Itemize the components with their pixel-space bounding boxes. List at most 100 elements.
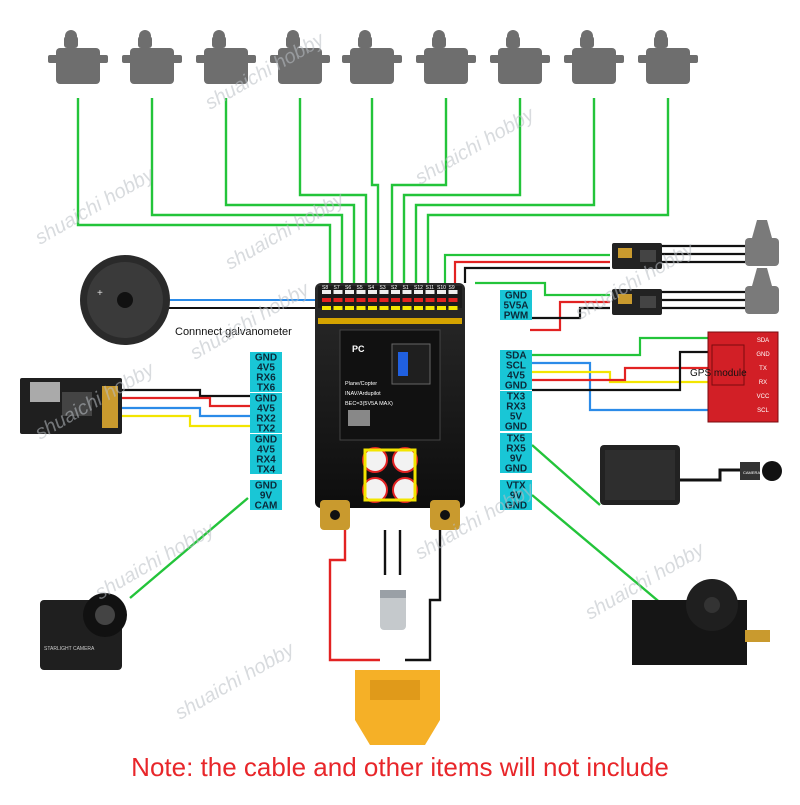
pad-label: TX3: [507, 392, 526, 403]
board-bec: BEC=3(5V5A MAX): [345, 401, 393, 407]
pad-label-box: [500, 433, 532, 443]
pad-label-box: [500, 500, 532, 510]
pad-label-box: [500, 490, 532, 500]
pad-label-box: [500, 401, 532, 411]
camera-label: STARLIGHT CAMERA: [44, 646, 95, 652]
pin-label: S4: [368, 285, 374, 291]
servo-wire-4: [298, 98, 368, 283]
pad-label: RX5: [506, 444, 526, 455]
antenna-connector-icon: [30, 382, 60, 402]
analog-camera: STARLIGHT CAMERA: [40, 593, 127, 670]
hd-camera-lens-icon: [762, 461, 782, 481]
camera-wire: [129, 497, 249, 599]
gold-strip: [318, 318, 462, 324]
pad-label: CAM: [255, 501, 278, 512]
pad-label-box: [250, 444, 282, 454]
gps-pin-label: SDA: [757, 338, 769, 344]
pad-label-box: [500, 300, 532, 310]
servo-icon: [122, 30, 182, 84]
note-text: Note: the cable and other items will not…: [131, 752, 669, 782]
pin-label: S9: [449, 285, 455, 291]
pad-label-box: [250, 372, 282, 382]
servo-wire-3: [224, 98, 356, 283]
receiver-wires: [120, 388, 250, 428]
pad-label: 4V5: [507, 371, 525, 382]
pad-label: 9V: [510, 454, 523, 465]
galvanometer-label: Connnect galvanometer: [175, 326, 292, 338]
pad-label-box: [500, 370, 532, 380]
servo-wire-8: [414, 98, 596, 283]
pad-label: TX4: [257, 465, 276, 476]
pin-label: S5: [357, 285, 363, 291]
pad-label-box: [500, 453, 532, 463]
gps-wires: [532, 336, 712, 412]
pad-label: GND: [505, 381, 527, 392]
pin-label: S12: [414, 285, 423, 291]
gps-pin-label: VCC: [757, 394, 770, 400]
servo-wire-6: [390, 98, 448, 283]
servo-icon: [638, 30, 698, 84]
pad-label: 4V5: [257, 445, 275, 456]
pad-label: GND: [255, 481, 277, 492]
servo-icon: [564, 30, 624, 84]
pin-label: S6: [345, 285, 351, 291]
hd-camera-label: CAMERA: [743, 470, 760, 475]
servo-icon: [270, 30, 330, 84]
servo-row: [48, 30, 698, 84]
pad-label-box: [500, 350, 532, 360]
pad-label-box: [250, 423, 282, 433]
pad-label: 4V5: [257, 404, 275, 415]
servo-signal-wires: [76, 98, 670, 283]
capacitor: [380, 590, 406, 630]
buzzer: +: [80, 255, 170, 345]
pad-label: VTX: [506, 481, 526, 492]
analog-vtx: [632, 579, 770, 665]
servo-wire-1: [76, 98, 332, 283]
pin-label: S1: [403, 285, 409, 291]
motor-2: [745, 268, 779, 314]
esc-wires: [443, 244, 745, 332]
watermark: shuaichi hobby: [92, 518, 219, 604]
pad-label-box: [500, 391, 532, 401]
right-pad-labels: SDASCL4V5GNDTX3RX35VGNDTX5RX59VGNDVTX9VG…: [500, 350, 532, 512]
pad-label-box: [250, 362, 282, 372]
boot-button: [398, 352, 408, 376]
pad-label-box: [500, 290, 532, 300]
watermark: shuaichi hobby: [32, 163, 159, 249]
pin-label: S7: [334, 285, 340, 291]
watermark: shuaichi hobby: [187, 278, 314, 364]
servo-icon: [342, 30, 402, 84]
pad-label-box: [500, 443, 532, 453]
motor-1: [745, 220, 779, 266]
pad-label: GND: [505, 464, 527, 475]
pin-label: S8: [322, 285, 328, 291]
board-title: Plane/Copter: [345, 381, 377, 387]
servo-icon: [490, 30, 550, 84]
hd-vtx-unit: CAMERA: [600, 445, 782, 505]
pad-label-box: [500, 421, 532, 431]
pad-label-box: [250, 403, 282, 413]
esc-2: [612, 289, 662, 315]
pin-label: S10: [437, 285, 446, 291]
pin-label: S11: [426, 285, 435, 291]
pad-label: PWM: [504, 311, 528, 322]
pad-label-box: [250, 490, 282, 500]
pad-label: RX2: [256, 414, 276, 425]
pad-label: GND: [255, 394, 277, 405]
pad-label: TX6: [257, 383, 276, 394]
xt60-connector: [355, 670, 440, 745]
pad-label-box: [500, 310, 532, 320]
gps-label: GPS module: [690, 368, 747, 379]
left-pad-labels: GND4V5RX6TX6GND4V5RX2TX2GND4V5RX4TX4GND9…: [250, 352, 282, 512]
pad-label-box: [250, 382, 282, 392]
board-firmware: INAV/Ardupilot: [345, 391, 381, 397]
antenna-connector-icon: [745, 630, 770, 642]
solder-pads: [362, 447, 418, 503]
pad-label-box: [250, 352, 282, 362]
